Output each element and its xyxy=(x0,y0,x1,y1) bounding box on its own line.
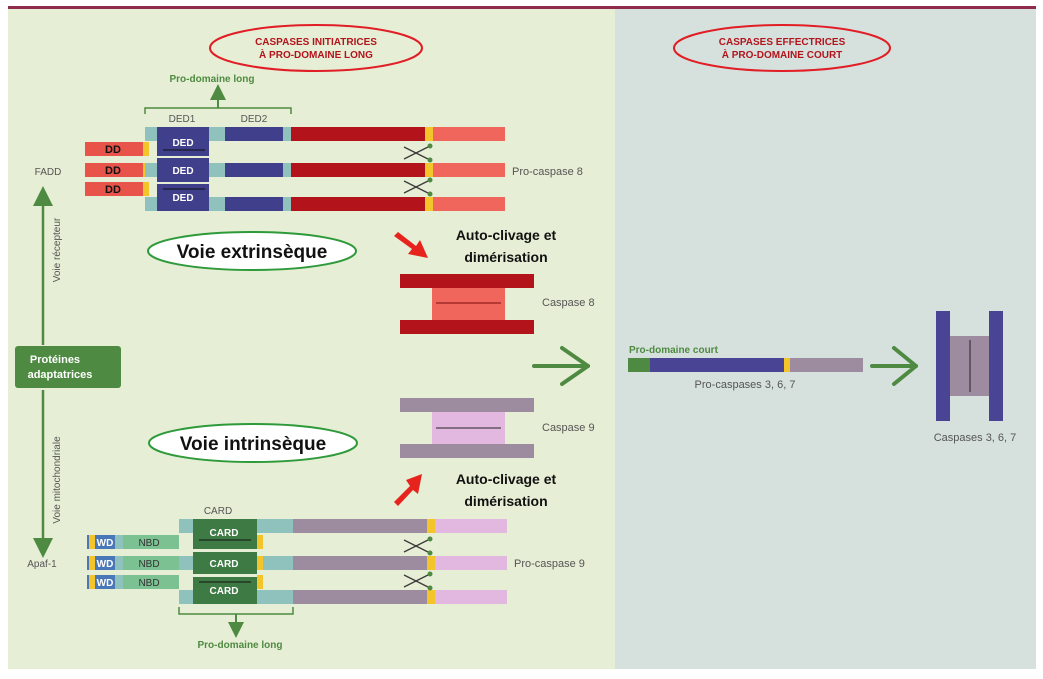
scissors-icon xyxy=(403,536,433,556)
dd-label-2: DD xyxy=(105,165,121,177)
procaspase9-row-2: WD NBD CARD xyxy=(87,552,507,574)
procaspase8-row-2: DD DED xyxy=(85,158,505,182)
wd-label-2: WD xyxy=(97,559,114,570)
card-label-2: CARD xyxy=(210,559,239,570)
ded1-header: DED1 xyxy=(169,114,196,125)
voie-extrinseque-ellipse xyxy=(147,231,357,271)
initiator-header-line2: À PRO-DOMAINE LONG xyxy=(259,48,373,61)
card-label-3: CARD xyxy=(210,586,239,597)
initiator-header-ellipse xyxy=(209,24,423,72)
nbd-label-1: NBD xyxy=(138,538,159,549)
auto-clivage-line1-top: Auto-clivage et xyxy=(456,227,557,243)
initiator-header-line1: CASPASES INITIATRICES xyxy=(255,37,377,48)
pro-domaine-court-label: Pro-domaine court xyxy=(629,345,719,356)
nbd-label-3: NBD xyxy=(138,578,159,589)
procaspase9-row-1: WD NBD CARD xyxy=(87,519,507,549)
procaspase8-row-3: DD DED xyxy=(85,182,505,211)
caspase9-label: Caspase 9 xyxy=(542,422,595,434)
card-label-1: CARD xyxy=(210,528,239,539)
red-arrow-icon xyxy=(394,232,428,258)
voie-extrinseque-label: Voie extrinsèque xyxy=(177,242,328,263)
adapters-line1: Protéines xyxy=(30,354,80,366)
auto-clivage-line1-bottom: Auto-clivage et xyxy=(456,471,557,487)
pro-caspase-effector-bar xyxy=(628,358,863,372)
voie-intrinseque-ellipse xyxy=(148,423,358,463)
caspase8-dimer xyxy=(400,274,534,334)
green-arrow-icon xyxy=(870,346,918,386)
procaspase8-row-1: DD DED xyxy=(85,127,505,156)
red-arrow-icon xyxy=(394,474,422,506)
procaspase9-label: Pro-caspase 9 xyxy=(514,558,585,570)
scissors-icon xyxy=(403,177,433,197)
adapters-line2: adaptatrices xyxy=(28,369,93,381)
ded-label-3: DED xyxy=(172,193,193,204)
fadd-label: FADD xyxy=(35,167,62,178)
pro-domain-bracket-top xyxy=(144,107,292,114)
caspase8-label: Caspase 8 xyxy=(542,297,595,309)
caspase-effector-dimer xyxy=(936,311,1003,421)
effector-header-ellipse xyxy=(673,24,891,72)
procaspase8-label: Pro-caspase 8 xyxy=(512,166,583,178)
dd-label-3: DD xyxy=(105,184,121,196)
effector-header-line2: À PRO-DOMAINE COURT xyxy=(722,48,843,61)
voie-recepteur-label: Voie récepteur xyxy=(52,217,63,282)
voie-intrinseque-label: Voie intrinsèque xyxy=(180,434,326,455)
ded2-header: DED2 xyxy=(241,114,268,125)
card-header: CARD xyxy=(204,506,232,517)
auto-clivage-line2-bottom: dimérisation xyxy=(464,493,547,509)
caspase9-dimer xyxy=(400,398,534,458)
scissors-icon xyxy=(403,571,433,591)
scissors-icon xyxy=(403,143,433,163)
pro-domain-long-label-bottom: Pro-domaine long xyxy=(198,640,283,651)
procaspase9-row-3: WD NBD CARD xyxy=(87,575,507,604)
green-arrow-icon xyxy=(532,346,590,386)
top-border xyxy=(8,6,1036,9)
ded-label-2: DED xyxy=(172,166,193,177)
dd-label-1: DD xyxy=(105,144,121,156)
wd-label-3: WD xyxy=(97,578,114,589)
pro-domain-long-label-top: Pro-domaine long xyxy=(170,74,255,85)
wd-label-1: WD xyxy=(97,538,114,549)
pro-caspases-367-label: Pro-caspases 3, 6, 7 xyxy=(695,379,796,391)
apaf1-label: Apaf-1 xyxy=(27,559,57,570)
adapters-box xyxy=(15,346,121,388)
auto-clivage-line2-top: dimérisation xyxy=(464,249,547,265)
effector-header-line1: CASPASES EFFECTRICES xyxy=(719,37,846,48)
caspases-367-label: Caspases 3, 6, 7 xyxy=(934,432,1017,444)
voie-mito-label: Voie mitochondriale xyxy=(52,436,63,524)
ded-label-1: DED xyxy=(172,138,193,149)
nbd-label-2: NBD xyxy=(138,559,159,570)
